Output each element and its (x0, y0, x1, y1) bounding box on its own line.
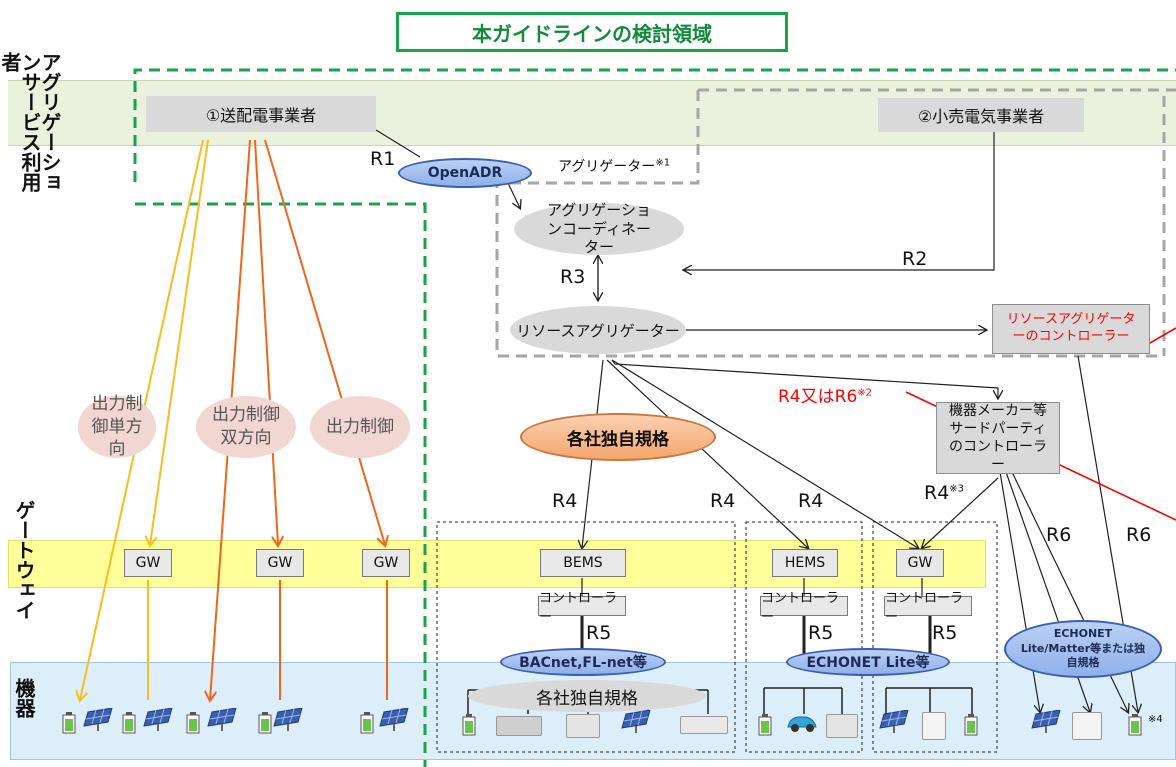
proprietary-gray-oval: 各社独自規格 (468, 680, 706, 712)
bems-box: BEMS (540, 549, 626, 577)
retailer-box: ②小売電気事業者 (878, 98, 1084, 132)
storage-unit-icon (922, 712, 946, 740)
r5-label-bems: R5 (586, 622, 612, 644)
battery-icon (122, 712, 136, 734)
aircon-icon (566, 714, 600, 738)
battery-icon (360, 712, 374, 734)
solar-panel-icon (621, 710, 651, 733)
r4-label-gw: R4※3 (924, 482, 964, 504)
r4-or-r6-text: R4又はR6 (778, 387, 858, 407)
gw-box-1: GW (124, 549, 172, 577)
echonet-badge: ECHONET Lite等 (786, 648, 950, 676)
hems-box: HEMS (772, 549, 838, 577)
battery-icon (186, 712, 200, 734)
row-label-gateway: ゲートウェイ (12, 500, 36, 620)
r4-label-bems: R4 (552, 490, 578, 512)
gw-box-3: GW (362, 549, 410, 577)
proprietary-standard-oval: 各社独自規格 (520, 413, 716, 461)
battery-icon (258, 712, 272, 734)
scope-title: 本ガイドラインの検討領域 (396, 12, 788, 52)
solar-panel-icon (379, 708, 409, 731)
battery-icon (758, 714, 772, 736)
echonet-matter-badge: ECHONET Lite/Matter等または独自規格 (1004, 620, 1162, 678)
solar-panel-icon (83, 708, 113, 731)
ra-controller-box: リソースアグリゲーターのコントローラー (992, 304, 1150, 354)
openadr-badge: OpenADR (398, 158, 532, 188)
resource-aggregator-oval: リソースアグリゲーター (510, 306, 686, 354)
note2: ※2 (857, 387, 873, 399)
aggregator-note: ※1 (655, 157, 671, 169)
hvac-icon (496, 716, 542, 736)
row-label-devices: 機器 (12, 678, 36, 718)
control-unidirectional: 出力制御単方向 (78, 394, 156, 459)
r5-label-hems: R5 (808, 622, 834, 644)
aircon-icon (826, 714, 858, 738)
aggregator-label: アグリゲーター※1 (558, 156, 670, 176)
note3: ※3 (949, 483, 965, 495)
row-label-users: アグリゲーションサービス利用者 (0, 52, 62, 192)
controller-hems: コントローラー (760, 591, 848, 625)
battery-icon (462, 714, 476, 736)
coordinator-oval: アグリゲーションコーディネーター (514, 201, 684, 256)
r5-label-gw: R5 (932, 622, 958, 644)
solar-panel-icon (207, 708, 237, 731)
controller-gw: コントローラー (884, 591, 972, 625)
r4-label-gw-text: R4 (924, 482, 950, 504)
note4: ※4 (1148, 714, 1163, 725)
r6-label-b: R6 (1126, 524, 1152, 546)
solar-panel-icon (273, 708, 303, 731)
storage-unit-icon (1072, 712, 1102, 740)
solar-panel-icon (1031, 710, 1061, 733)
r1-label: R1 (370, 148, 396, 170)
solar-panel-icon (143, 708, 173, 731)
r4-label-hems-b: R4 (798, 490, 824, 512)
ev-car-icon (787, 716, 817, 732)
control-output: 出力制御 (310, 396, 410, 458)
gw-box-2: GW (256, 549, 304, 577)
r3-label: R3 (560, 266, 586, 288)
controller-bems: コントローラー (538, 591, 626, 625)
lighting-icon (680, 716, 728, 734)
third-party-controller-box: 機器メーカー等サードパーティのコントローラー (936, 402, 1060, 474)
battery-icon (964, 714, 978, 736)
solar-panel-icon (879, 710, 909, 733)
gw-box-4: GW (896, 549, 944, 577)
tso-box: ①送配電事業者 (146, 96, 376, 132)
r4-label-hems-a: R4 (710, 490, 736, 512)
control-bidirectional: 出力制御双方向 (196, 396, 296, 458)
battery-icon (62, 712, 76, 734)
r4-or-r6-label: R4又はR6※2 (778, 382, 872, 407)
battery-icon (1128, 714, 1142, 736)
r2-label: R2 (902, 248, 928, 270)
bacnet-badge: BACnet,FL-net等 (500, 648, 666, 676)
aggregator-label-text: アグリゲーター (558, 159, 656, 175)
r6-label-a: R6 (1046, 524, 1072, 546)
